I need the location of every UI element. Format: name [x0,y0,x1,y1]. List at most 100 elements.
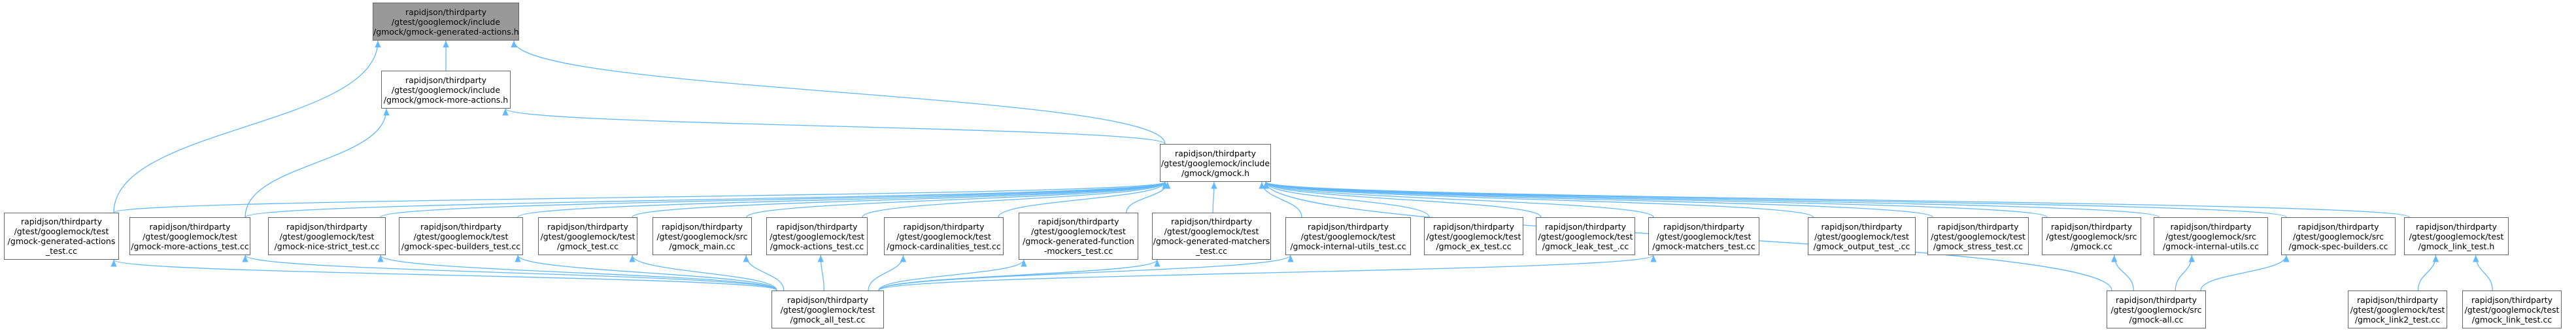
graph-node[interactable]: rapidjson/thirdparty/gtest/googlemock/te… [538,217,637,255]
graph-node[interactable]: rapidjson/thirdparty/gtest/googlemock/te… [2462,291,2562,328]
dependency-edge [1263,181,1430,218]
node-label-line: /gmock_link_test.cc [2471,314,2552,325]
graph-node[interactable]: rapidjson/thirdparty/gtest/googlemock/sr… [652,217,752,255]
node-label-line: rapidjson/thirdparty [405,7,487,17]
dependency-edge [242,255,777,291]
graph-node[interactable]: rapidjson/thirdparty/gtest/googlemock/sr… [2107,291,2206,328]
dependency-edge [878,259,1027,291]
node-label-line: /gmock_link2_test.cc [2354,314,2441,325]
graph-node[interactable]: rapidjson/thirdparty/gtest/googlemock/te… [399,217,523,255]
node-label-line: rapidjson/thirdparty [405,75,487,85]
graph-node[interactable]: rapidjson/thirdparty/gtest/googlemock/sr… [2154,217,2268,255]
dependency-edge [1263,181,1654,218]
node-label-line: /gtest/googlemock/test [1656,231,1752,241]
node-label-line: /gmock_stress_test.cc [1933,241,2024,251]
dependency-edge [1263,181,1814,218]
graph-node[interactable]: rapidjson/thirdparty/gtest/googlemock/in… [1160,144,1271,182]
graph-node[interactable]: rapidjson/thirdparty/gtest/googlemock/sr… [2281,217,2396,255]
dependency-edge [1263,181,2048,218]
node-label-line: rapidjson/thirdparty [1432,221,1515,232]
dependency-edge [1263,181,1542,218]
node-label-line: rapidjson/thirdparty [2356,294,2439,305]
graph-node[interactable]: rapidjson/thirdparty/gtest/googlemock/in… [381,71,511,109]
node-label-line: _test.cc [46,246,77,256]
graph-node[interactable]: rapidjson/thirdparty/gtest/googlemock/te… [771,291,884,328]
node-label-line: rapidjson/thirdparty [420,221,502,232]
graph-node[interactable]: rapidjson/thirdparty/gtest/googlemock/te… [766,217,868,255]
node-label-line: rapidjson/thirdparty [1663,221,1745,232]
node-label-line: /gtest/googlemock/test [896,231,991,241]
dependency-edge [1263,181,2160,218]
node-label-line: rapidjson/thirdparty [149,221,231,232]
node-label-line: rapidjson/thirdparty [1821,221,1903,232]
graph-node[interactable]: rapidjson/thirdparty/gtest/googlemock/te… [4,213,119,260]
node-label-line: /gmock-generated-actions [7,236,116,246]
node-label-line: /gmock-internal-utils.cc [2162,241,2260,251]
node-label-line: /gmock-more-actions_test.cc [131,241,249,251]
node-label-line: /gtest/googlemock/test [413,231,509,241]
node-label-line: /gtest/googlemock/test [2464,304,2560,315]
graph-node[interactable]: rapidjson/thirdparty/gtest/googlemock/sr… [2042,217,2141,255]
node-label-line: /gtest/googlemock/test [770,231,864,241]
graph-node[interactable]: rapidjson/thirdparty/gtest/googlemock/te… [1927,217,2029,255]
dependency-edge [110,259,777,291]
graph-node[interactable]: rapidjson/thirdparty/gtest/googlemock/te… [1019,213,1138,260]
graph-node[interactable]: rapidjson/thirdparty/gtest/googlemock/te… [1808,217,1916,255]
graph-node[interactable]: rapidjson/thirdparty/gtest/googlemock/te… [1152,213,1271,260]
node-label-line: rapidjson/thirdparty [1307,221,1389,232]
node-label-line: /gmock_ex_test.cc [1436,241,1512,251]
node-label-line: rapidjson/thirdparty [2471,294,2553,305]
node-label-line: /gmock_test.cc [556,241,619,251]
node-label-line: rapidjson/thirdparty [903,221,985,232]
node-label-line: /gtest/googlemock/src [2292,231,2384,241]
node-label-line: /gtest/googlemock/src [656,231,748,241]
node-label-line: /gtest/googlemock/src [2110,304,2202,315]
node-label-line: /gtest/googlemock/test [2350,304,2445,315]
dependency-edge [502,108,1166,145]
node-label-line: /gmock_leak_test_.cc [1542,241,1629,251]
node-label-line: rapidjson/thirdparty [2115,294,2197,305]
node-label-line: rapidjson/thirdparty [2050,221,2133,232]
graph-node[interactable]: rapidjson/thirdparty/gtest/googlemock/te… [2404,217,2509,255]
node-label-line: rapidjson/thirdparty [776,221,858,232]
dependency-edge [380,181,1168,218]
graph-node[interactable]: rapidjson/thirdparty/gtest/googlemock/te… [129,217,250,255]
node-label-line: /gmock_link_test.h [2418,241,2495,251]
dependency-edge [998,181,1168,218]
node-label-line: /gtest/googlemock/test [1031,226,1126,236]
node-label-line: /gtest/googlemock/test [143,231,237,241]
graph-node[interactable]: rapidjson/thirdparty/gtest/googlemock/in… [373,3,519,41]
graph-node[interactable]: rapidjson/thirdparty/gtest/googlemock/te… [1285,217,1411,255]
node-label-line: rapidjson/thirdparty [286,221,368,232]
node-label-line: /gtest/googlemock/test [1300,231,1396,241]
node-label-line: /gtest/googlemock/test [1814,231,1909,241]
node-label-line: /gmock-internal-utils_test.cc [1290,241,1406,251]
node-label-line: /gtest/googlemock/test [1931,231,2025,241]
node-label-line: /gtest/googlemock/include [391,16,501,27]
dependency-edge [1263,181,2287,218]
graph-node[interactable]: rapidjson/thirdparty/gtest/googlemock/te… [2348,291,2447,328]
node-label-line: -mockers_test.cc [1043,246,1113,256]
node-label-line: /gmock-matchers_test.cc [1652,241,1755,251]
dependency-edge [2417,255,2439,291]
node-label-line: /gtest/googlemock/test [1164,226,1259,236]
graph-node[interactable]: rapidjson/thirdparty/gtest/googlemock/te… [268,217,386,255]
dependency-edge [1263,181,1933,218]
node-label-line: /gtest/googlemock/test [1538,231,1633,241]
dependency-edge [743,255,785,291]
dependency-edge [878,255,1294,291]
node-label-line: /gtest/googlemock/test [2409,231,2504,241]
graph-node[interactable]: rapidjson/thirdparty/gtest/googlemock/te… [884,217,1004,255]
graph-node[interactable]: rapidjson/thirdparty/gtest/googlemock/te… [1424,217,1523,255]
node-label-line: /gmock_all_test.cc [790,314,866,325]
graph-node[interactable]: rapidjson/thirdparty/gtest/googlemock/te… [1536,217,1635,255]
node-label-line: rapidjson/thirdparty [1937,221,2019,232]
dependency-edge [1263,181,2410,218]
node-label-line: rapidjson/thirdparty [787,294,869,305]
node-label-line: /gmock-actions_test.cc [770,241,864,251]
node-label-line: /gmock_main.cc [669,241,736,251]
graph-node[interactable]: rapidjson/thirdparty/gtest/googlemock/te… [1648,217,1759,255]
node-label-line: /gmock-generated-matchers [1153,236,1270,246]
dependency-edge [878,255,1657,291]
